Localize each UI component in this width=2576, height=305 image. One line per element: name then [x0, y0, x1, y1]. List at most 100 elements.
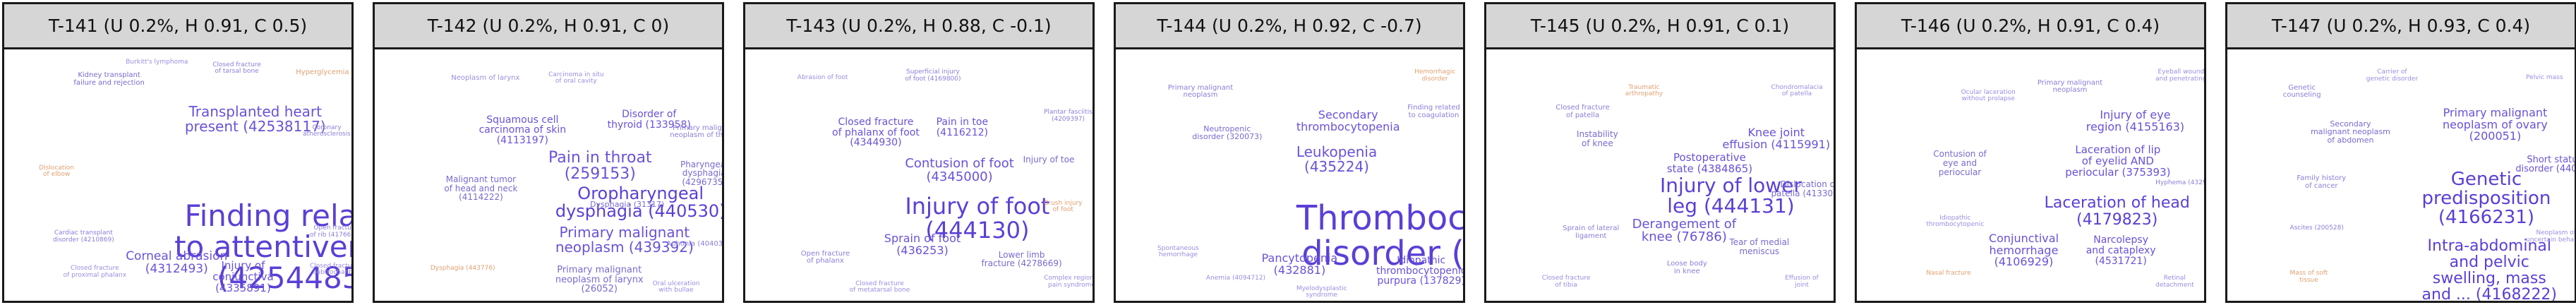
- word-cloud-panel: T-147 (U 0.2%, H 0.93, C 0.4) Genetic pre…: [2225, 2, 2576, 303]
- word-cloud-term: Spontaneous hemorrhage: [1157, 244, 1199, 259]
- word-cloud-term: Intra-abdominal and pelvic swelling, mas…: [2421, 237, 2558, 301]
- word-cloud-term: Primary malignant neoplasm (439392): [555, 224, 694, 256]
- word-cloud-term: Ascites (200528): [2289, 225, 2344, 232]
- word-cloud-term: Pelvic mass: [2526, 73, 2563, 81]
- word-cloud-term: Dislocation of patella (4133083): [1771, 179, 1834, 198]
- word-cloud-term: Plantar fasciitis (4209397): [1044, 109, 1093, 123]
- word-cloud-term: Injury of lower leg (444131): [1660, 174, 1802, 218]
- panel-title: T-143 (U 0.2%, H 0.88, C -0.1): [745, 4, 1093, 49]
- word-cloud-panel: T-146 (U 0.2%, H 0.91, C 0.4)Laceration …: [1855, 2, 2206, 303]
- word-cloud-term: Oropharyngeal dysphagia (440530): [555, 184, 722, 222]
- word-cloud-term: Hemorrhagic disorder: [1414, 68, 1456, 83]
- word-cloud-panel: T-145 (U 0.2%, H 0.91, C 0.1)Injury of l…: [1484, 2, 1836, 303]
- word-cloud-term: Superficial injury of foot (4169800): [905, 68, 961, 83]
- word-cloud-term: Primary malignant neoplasm of thyroid: [670, 124, 722, 140]
- word-cloud-term: Loose body in knee: [1666, 260, 1707, 275]
- word-cloud-term: Tear of medial meniscus: [1729, 237, 1790, 256]
- word-cloud-term: Leukopenia (435224): [1296, 143, 1378, 176]
- word-cloud-term: Anemia (4094712): [1205, 275, 1266, 282]
- word-cloud-term: Injury of toe: [1023, 154, 1075, 165]
- word-cloud-term: Primary malignant neoplasm of ovary (200…: [2443, 105, 2548, 143]
- word-cloud-term: Finding related to coagulation: [1407, 104, 1460, 119]
- word-cloud-term: Injury of foot (444130): [905, 193, 1050, 244]
- word-cloud: Thrombocytopenic disorder (432870)Leukop…: [1116, 49, 1463, 301]
- word-cloud-term: Closed fracture of phalanx of foot (4344…: [832, 116, 920, 149]
- word-cloud-term: Effusion of joint: [1785, 275, 1819, 289]
- word-cloud: Laceration of head (4179823) Laceration o…: [1857, 49, 2204, 301]
- word-cloud-term: Ocular laceration without prolapse: [1961, 88, 2016, 103]
- word-cloud-term: Derangement of knee (76786): [1632, 216, 1737, 245]
- word-cloud-term: Myelodysplastic syndrome: [1296, 285, 1347, 299]
- word-cloud-term: Carrier of genetic disorder: [2366, 68, 2419, 83]
- word-cloud-term: Neutropenic disorder (320073): [1192, 124, 1263, 142]
- word-cloud-term: Closed fracture of patella: [1555, 104, 1610, 119]
- word-cloud-term: Secondary thrombocytopenia: [1296, 108, 1400, 134]
- word-cloud-term: Sprain of foot (436253): [884, 231, 961, 257]
- word-cloud-term: Sprain of lateral ligament: [1563, 225, 1620, 240]
- word-cloud-term: Genetic counseling: [2282, 83, 2321, 100]
- word-cloud-term: Neoplasm of uncertain behavior: [2526, 229, 2575, 244]
- word-cloud-panel: T-144 (U 0.2%, H 0.92, C -0.7)Thrombocyt…: [1114, 2, 1465, 303]
- word-cloud-term: Open fracture of rib (4176658): [309, 225, 351, 239]
- panel-title: T-145 (U 0.2%, H 0.91, C 0.1): [1486, 4, 1834, 49]
- word-cloud-term: Neoplasm of larynx: [451, 73, 520, 82]
- word-cloud-term: Crush injury of foot: [1044, 199, 1083, 214]
- word-cloud-panel: T-141 (U 0.2%, H 0.91, C 0.5)Finding rel…: [2, 2, 354, 303]
- word-cloud-term: Primary malignant neoplasm of larynx (26…: [555, 265, 644, 295]
- word-cloud-term: Genetic predisposition (4166231): [2421, 168, 2551, 229]
- word-cloud-term: Injury of eye region (4155163): [2086, 108, 2185, 134]
- word-cloud-term: Family history of cancer: [2297, 174, 2347, 190]
- word-cloud-term: Primary malignant neoplasm: [1167, 83, 1234, 100]
- word-cloud-term: Laceration of head (4179823): [2044, 194, 2190, 229]
- word-cloud-term: Short stature disorder (440076): [2515, 154, 2575, 175]
- word-cloud-term: Finding related to attentiveness (425448…: [174, 198, 351, 295]
- word-cloud-term: Eyeball wound and penetrating: [2155, 68, 2204, 83]
- word-cloud-term: Knee joint effusion (4115991): [1722, 126, 1831, 152]
- word-cloud-term: Secondary malignant neoplasm of abdomen: [2311, 119, 2390, 145]
- word-cloud-term: Closed fracture of proximal phalanx: [63, 265, 127, 279]
- word-cloud-term: Chondromalacia of patella: [1771, 83, 1823, 98]
- word-cloud: Finding related to attentiveness (425448…: [4, 49, 351, 301]
- word-cloud-term: Disorder of thyroid (133958): [607, 109, 691, 131]
- word-cloud-term: Hyperglycemia: [296, 68, 349, 77]
- word-cloud-term: Dysphagia (31317): [590, 199, 665, 209]
- word-cloud-term: Idiopathic thrombocytopenic: [1926, 214, 1985, 229]
- word-cloud-term: Mass of soft tissue: [2289, 270, 2328, 284]
- word-cloud-term: Retinal detachment: [2155, 275, 2194, 289]
- word-cloud-term: Laceration of lip of eyelid AND periocul…: [2065, 143, 2171, 179]
- word-cloud-term: Pain in throat (259153): [548, 149, 652, 184]
- word-cloud-term: Dislocation of elbow: [39, 164, 75, 179]
- word-cloud-term: Transplanted heart present (42538117): [184, 103, 326, 136]
- word-cloud-term: Postoperative state (4384865): [1666, 150, 1753, 175]
- word-cloud-term: Idiopathic thrombocytopenic purpura (137…: [1376, 254, 1463, 287]
- word-cloud-term: Closed fracture of metatarsal bone: [849, 280, 910, 294]
- word-cloud-term: Pancytopenia (432881): [1261, 251, 1338, 277]
- word-cloud-term: Instability of knee: [1576, 128, 1618, 148]
- word-cloud-term: Aphonia (4040303): [666, 239, 722, 248]
- word-cloud-term: Oral ulceration with bullae: [652, 280, 700, 294]
- word-cloud-term: Squamous cell carcinoma of skin (4113197…: [479, 114, 567, 146]
- word-cloud-term: Primary malignant neoplasm: [2037, 78, 2103, 95]
- word-cloud-term: Pharyngeal dysphagia (4296735): [680, 159, 722, 187]
- word-cloud: Injury of lower leg (444131)Derangement …: [1486, 49, 1834, 301]
- word-cloud-panel: T-142 (U 0.2%, H 0.91, C 0)Pain in throa…: [373, 2, 724, 303]
- panel-title: T-147 (U 0.2%, H 0.93, C 0.4): [2227, 4, 2575, 49]
- word-cloud: Pain in throat (259153)Oropharyngeal dys…: [375, 49, 722, 301]
- word-cloud-term: Complex regional pain syndrome: [1044, 275, 1093, 289]
- panel-title: T-144 (U 0.2%, H 0.92, C -0.7): [1116, 4, 1463, 49]
- word-cloud-term: Burkitt's lymphoma: [126, 59, 188, 66]
- word-cloud-term: Coronary atherosclerosis: [303, 124, 351, 138]
- word-cloud-term: Contusion of eye and periocular: [1933, 149, 1987, 177]
- word-cloud-term: Kidney transplant failure and rejection: [73, 71, 145, 87]
- word-cloud-term: Carcinoma in situ of oral cavity: [548, 71, 604, 85]
- word-cloud-term: Corneal abrasion (4312493): [126, 249, 228, 276]
- word-cloud-term: Malignant tumor of head and neck (411422…: [444, 174, 518, 203]
- panel-title: T-142 (U 0.2%, H 0.91, C 0): [375, 4, 722, 49]
- word-cloud-term: Nasal fracture: [1926, 270, 1971, 277]
- word-cloud-term: Lower limb fracture (4278669): [981, 249, 1062, 269]
- word-cloud: Injury of foot (444130)Contusion of foot…: [745, 49, 1093, 301]
- word-cloud-panel: T-143 (U 0.2%, H 0.88, C -0.1)Injury of …: [743, 2, 1095, 303]
- word-cloud-term: Closed fracture of tibia: [1541, 275, 1591, 289]
- word-cloud-term: Conjunctival hemorrhage (4106929): [1988, 231, 2059, 269]
- word-cloud-term: Dysphagia (443776): [430, 265, 495, 273]
